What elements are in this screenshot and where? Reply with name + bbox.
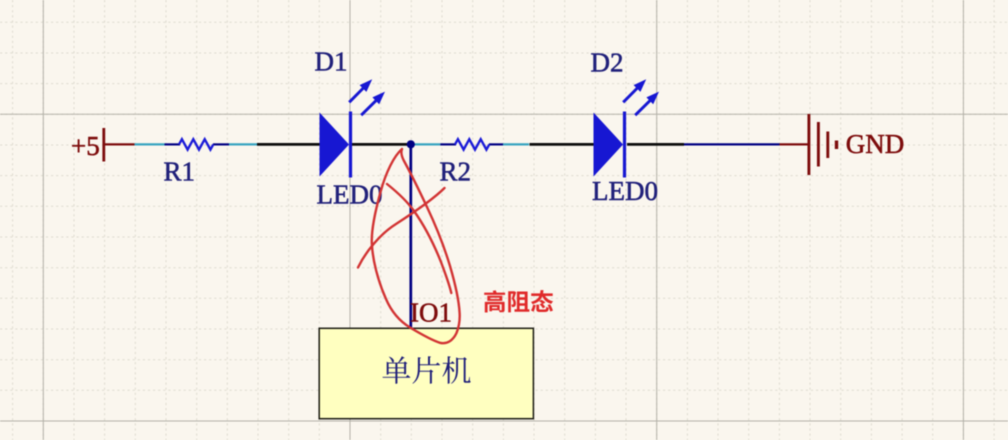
svg-text:LED0: LED0 — [592, 176, 658, 206]
svg-text:GND: GND — [846, 129, 905, 159]
svg-text:R2: R2 — [440, 157, 472, 187]
svg-text:IO1: IO1 — [410, 298, 452, 328]
svg-text:D1: D1 — [315, 47, 348, 77]
svg-text:R1: R1 — [164, 157, 196, 187]
svg-text:LED0: LED0 — [317, 180, 383, 210]
svg-text:+5: +5 — [71, 131, 100, 161]
svg-text:D2: D2 — [591, 48, 624, 78]
